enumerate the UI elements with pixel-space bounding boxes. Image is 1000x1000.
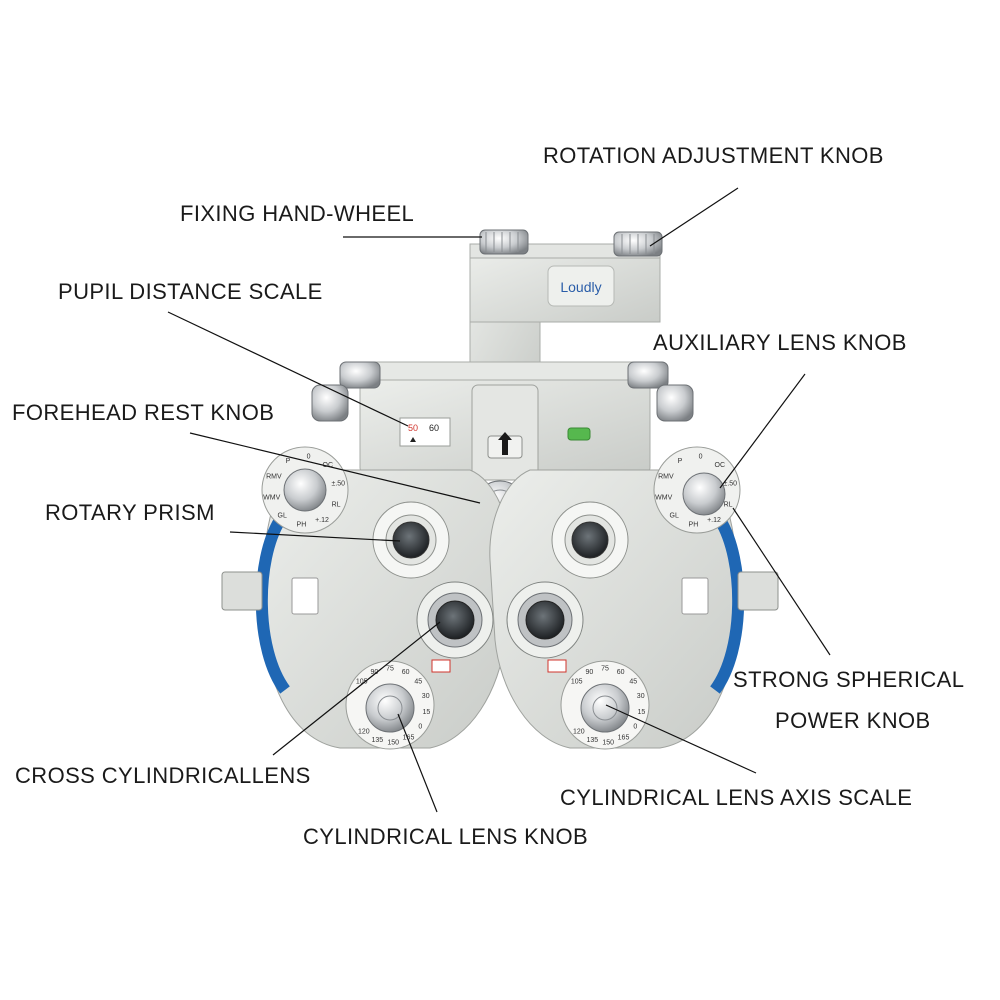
dial-numeral: OC [323,462,334,469]
dial-numeral: 75 [386,666,394,673]
dial-numeral: 15 [423,709,431,716]
right-rotary-prism[interactable] [551,501,629,579]
dial-numeral: 15 [638,709,646,716]
right-cylindrical-lens-knob[interactable] [580,683,630,733]
dial-numeral: WMV [263,495,280,502]
dial-numeral: PH [689,521,699,528]
dial-numeral: 135 [586,737,598,744]
label-cylindrical-lens-axis-scale: CYLINDRICAL LENS AXIS SCALE [560,785,913,810]
dial-numeral: 60 [617,669,625,676]
pd-scale-left: 50 [408,423,418,433]
dial-numeral: GL [278,513,287,520]
dial-numeral: P [678,458,683,465]
dial-numeral: 105 [571,679,583,686]
level-bubble [567,427,591,441]
top-arm: Loudly [469,243,661,386]
dial-numeral: RMV [658,474,674,481]
label-pupil-distance-scale: PUPIL DISTANCE SCALE [58,279,323,304]
right-main-lens [506,581,584,659]
dial-numeral: WMV [655,495,672,502]
dial-numeral: 165 [618,735,630,742]
label-rotary-prism: ROTARY PRISM [45,500,215,525]
pupil-distance-scale: 50 60 [399,417,451,447]
dial-numeral: 135 [371,737,383,744]
dial-numeral: RMV [266,474,282,481]
dial-numeral: 120 [573,729,585,736]
dial-numeral: 90 [586,669,594,676]
label-forehead-rest-knob: FOREHEAD REST KNOB [12,400,275,425]
dial-numeral: 165 [403,735,415,742]
dial-numeral: RL [332,501,341,508]
dial-numeral: OC [715,462,726,469]
label-auxiliary-lens-knob: AUXILIARY LENS KNOB [653,330,907,355]
right-small-scale [681,577,709,615]
dial-numeral: 105 [356,679,368,686]
dial-numeral: +.12 [315,517,329,524]
fixing-hand-wheel[interactable] [479,229,529,255]
left-cylindrical-lens-knob[interactable] [365,683,415,733]
dial-numeral: P [286,458,291,465]
right-side-bracket [737,571,779,611]
dial-numeral: 60 [402,669,410,676]
label-strong-spherical-line1: STRONG SPHERICAL [733,667,965,692]
dial-numeral: GL [670,513,679,520]
dial-numeral: +.12 [707,517,721,524]
dial-numeral: ±.50 [724,480,738,487]
left-level-knob[interactable] [311,384,349,422]
dial-numeral: 150 [387,739,399,746]
dial-numeral: 120 [358,729,370,736]
dial-numeral: 45 [629,679,637,686]
label-cylindrical-lens-knob: CYLINDRICAL LENS KNOB [303,824,589,849]
dial-numeral: PH [297,521,307,528]
dial-numeral: 75 [601,666,609,673]
label-cross-cylindrical-lens: CROSS CYLINDRICALLENS [15,763,311,788]
right-red-mark [547,659,567,673]
left-side-bracket [221,571,263,611]
dial-numeral: 90 [371,669,379,676]
dial-numeral: 150 [602,739,614,746]
left-red-mark [431,659,451,673]
dial-numeral: 0 [307,454,311,461]
dial-numeral: 30 [637,693,645,700]
dial-numeral: ±.50 [332,480,346,487]
center-arrow-icon [498,432,512,455]
center-bracket [471,384,539,481]
brand-label: Loudly [560,279,601,295]
label-fixing-hand-wheel: FIXING HAND-WHEEL [180,201,415,226]
label-strong-spherical-line2: POWER KNOB [775,708,931,733]
brand-plate [547,265,615,307]
right-side-knob-upper[interactable] [627,361,669,389]
left-main-lens [416,581,494,659]
dial-numeral: 0 [699,454,703,461]
dial-numeral: 45 [414,679,422,686]
dial-numeral: 0 [633,724,637,731]
rotation-adjustment-knob[interactable] [613,231,663,257]
dial-numeral: RL [724,501,733,508]
label-rotation-adjustment-knob: ROTATION ADJUSTMENT KNOB [543,143,884,168]
pd-scale-right: 60 [429,423,439,433]
right-auxiliary-dial[interactable] [653,446,741,534]
left-side-knob-upper[interactable] [339,361,381,389]
right-level-knob[interactable] [656,384,694,422]
dial-numeral: 0 [418,724,422,731]
left-auxiliary-dial[interactable] [261,446,349,534]
left-small-scale [291,577,319,615]
left-rotary-prism[interactable] [372,501,450,579]
dial-numeral: 30 [422,693,430,700]
